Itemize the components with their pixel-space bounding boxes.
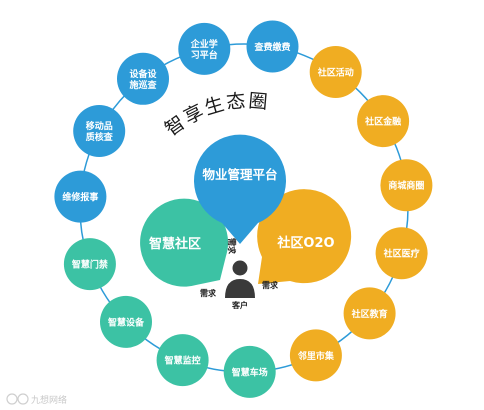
ring-node-medical-label: 社区医疗 bbox=[383, 248, 420, 260]
ring-node-device-patrol-label: 施巡查 bbox=[129, 79, 157, 91]
hub-property: 物业管理平台 bbox=[194, 134, 286, 244]
ring-node-education: 社区教育 bbox=[343, 287, 396, 340]
person-icon bbox=[225, 260, 255, 298]
ring-node-mobile-inspection-label: 质核查 bbox=[86, 131, 114, 143]
watermark-text: 九想网络 bbox=[31, 394, 67, 406]
need-label-community: 需求 bbox=[200, 288, 217, 298]
ring-node-mall-label: 商城商圈 bbox=[388, 180, 424, 192]
ring-node-parking: 智慧车场 bbox=[223, 345, 276, 398]
ring-node-gate-label: 智慧门禁 bbox=[72, 259, 108, 271]
ring-node-monitor-bubble bbox=[156, 334, 209, 387]
ring-node-device-patrol-bubble bbox=[117, 52, 169, 105]
hub-o2o: 社区O2O bbox=[257, 189, 352, 284]
ring-node-education-label: 社区教育 bbox=[351, 308, 388, 320]
hub-community-label: 智慧社区 bbox=[149, 236, 201, 252]
need-label-property: 需求 bbox=[227, 238, 237, 255]
ecosystem-title-text: 智享生态圈 bbox=[161, 90, 268, 141]
need-label-o2o: 需求 bbox=[262, 280, 279, 290]
ring-node-mall-bubble bbox=[380, 159, 433, 212]
ring-node-repair-label: 维修报事 bbox=[62, 191, 98, 203]
ecosystem-title: 智享生态圈 bbox=[161, 90, 270, 141]
ring-node-device: 智慧设备 bbox=[100, 295, 152, 348]
hub-property-label: 物业管理平台 bbox=[202, 167, 277, 182]
ring-node-activity-bubble bbox=[309, 46, 362, 98]
ring-node-gate: 智慧门禁 bbox=[63, 238, 116, 291]
ring-node-monitor-label: 智慧监控 bbox=[165, 355, 201, 367]
ring-node-repair-bubble bbox=[54, 170, 107, 223]
ring-node-parking-label: 智慧车场 bbox=[232, 366, 268, 378]
ring-node-learning-label: 企业学 bbox=[190, 38, 218, 50]
ring-node-finance-bubble bbox=[357, 95, 410, 148]
ring-node-parking-bubble bbox=[223, 345, 276, 398]
ring-node-education-bubble bbox=[343, 287, 396, 340]
ring-node-device-patrol-label: 设备设 bbox=[129, 68, 157, 80]
hub-community: 智慧社区 bbox=[140, 198, 229, 287]
ring-node-gate-bubble bbox=[63, 238, 116, 291]
ring-node-device-bubble bbox=[100, 295, 152, 348]
ring-node-device-label: 智慧设备 bbox=[108, 316, 145, 328]
ring-node-monitor: 智慧监控 bbox=[156, 334, 209, 387]
ring-nodes: 移动品质核查设备设施巡查企业学习平台查费缴费社区活动社区金融商城商圈社区医疗社区… bbox=[54, 20, 433, 398]
hub-property-bubble bbox=[194, 134, 286, 244]
ring-node-activity: 社区活动 bbox=[309, 46, 362, 98]
ring-node-medical-bubble bbox=[375, 227, 428, 280]
ring-node-fee-bubble bbox=[246, 20, 299, 73]
hub-o2o-bubble bbox=[257, 189, 352, 284]
ring-node-learning-bubble bbox=[178, 22, 231, 75]
ring-node-fee: 查费缴费 bbox=[246, 20, 299, 73]
ring-node-medical: 社区医疗 bbox=[375, 227, 428, 280]
ring-node-mobile-inspection-bubble bbox=[73, 105, 126, 157]
ring-node-market: 邻里市集 bbox=[289, 329, 342, 382]
ring-node-finance: 社区金融 bbox=[357, 95, 410, 148]
ring-node-finance-label: 社区金融 bbox=[364, 116, 401, 128]
hub-community-bubble bbox=[140, 198, 229, 287]
ring-node-market-bubble bbox=[289, 329, 342, 382]
watermark-logo-icon bbox=[6, 393, 29, 405]
ring-node-repair: 维修报事 bbox=[54, 170, 107, 223]
customer-label: 客户 bbox=[231, 300, 248, 310]
watermark: 九想网络 bbox=[6, 393, 67, 406]
ring-node-market-label: 邻里市集 bbox=[298, 350, 335, 362]
ring-node-mobile-inspection-label: 移动品 bbox=[86, 120, 113, 132]
ring-node-learning-label: 习平台 bbox=[191, 49, 218, 61]
hub-o2o-label: 社区O2O bbox=[276, 235, 334, 251]
ring-node-mall: 商城商圈 bbox=[380, 159, 433, 212]
ring-node-activity-label: 社区活动 bbox=[317, 67, 354, 79]
ring-node-fee-label: 查费缴费 bbox=[253, 41, 290, 53]
